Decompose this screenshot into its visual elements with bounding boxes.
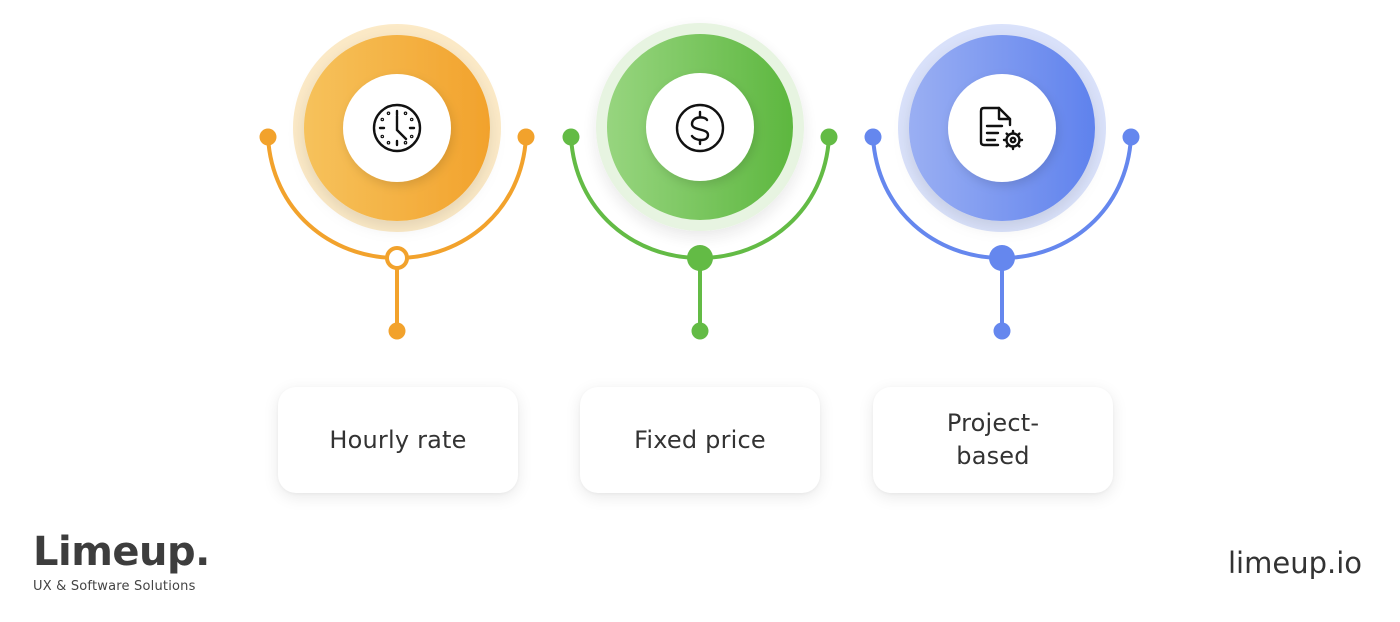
project-based-label-line1: Project- [946,409,1040,437]
site-url: limeup.io [1227,546,1362,580]
project-endpoint-left [864,128,882,146]
hourly-junction-node [385,246,409,270]
fixed-endpoint-right [820,128,838,146]
hourly-endpoint-left [259,128,277,146]
project-icon-well [948,74,1056,182]
fixed-price-card: Fixed price [580,387,820,493]
fixed-endpoint-left [562,128,580,146]
project-endpoint-right [1122,128,1140,146]
fixed-price-label: Fixed price [634,425,766,454]
project-junction-node [989,245,1015,271]
hourly-endpoint-right [517,128,535,146]
hourly-rate-node-group [259,24,535,340]
fixed-endpoint-bottom [691,322,709,340]
brand-logo: Limeup. UX & Software Solutions [33,530,210,594]
project-based-label-line2: based [956,442,1030,470]
fixed-price-node-group [562,23,838,340]
brand-tagline: UX & Software Solutions [33,579,196,594]
project-based-card: Project- based [873,387,1113,493]
pricing-models-diagram [259,23,1140,340]
hourly-rate-label: Hourly rate [329,425,467,454]
project-based-label: Project- based [933,407,1053,473]
fixed-junction-node [687,245,713,271]
dollar-coin-icon [675,103,725,153]
fixed-icon-well [646,73,754,181]
project-based-node-group [864,24,1140,340]
brand-wordmark: Limeup. [33,529,210,575]
hourly-endpoint-bottom [388,322,406,340]
hourly-rate-card: Hourly rate [278,387,518,493]
document-gear-icon [979,106,1024,151]
project-endpoint-bottom [993,322,1011,340]
clock-icon [372,103,422,153]
